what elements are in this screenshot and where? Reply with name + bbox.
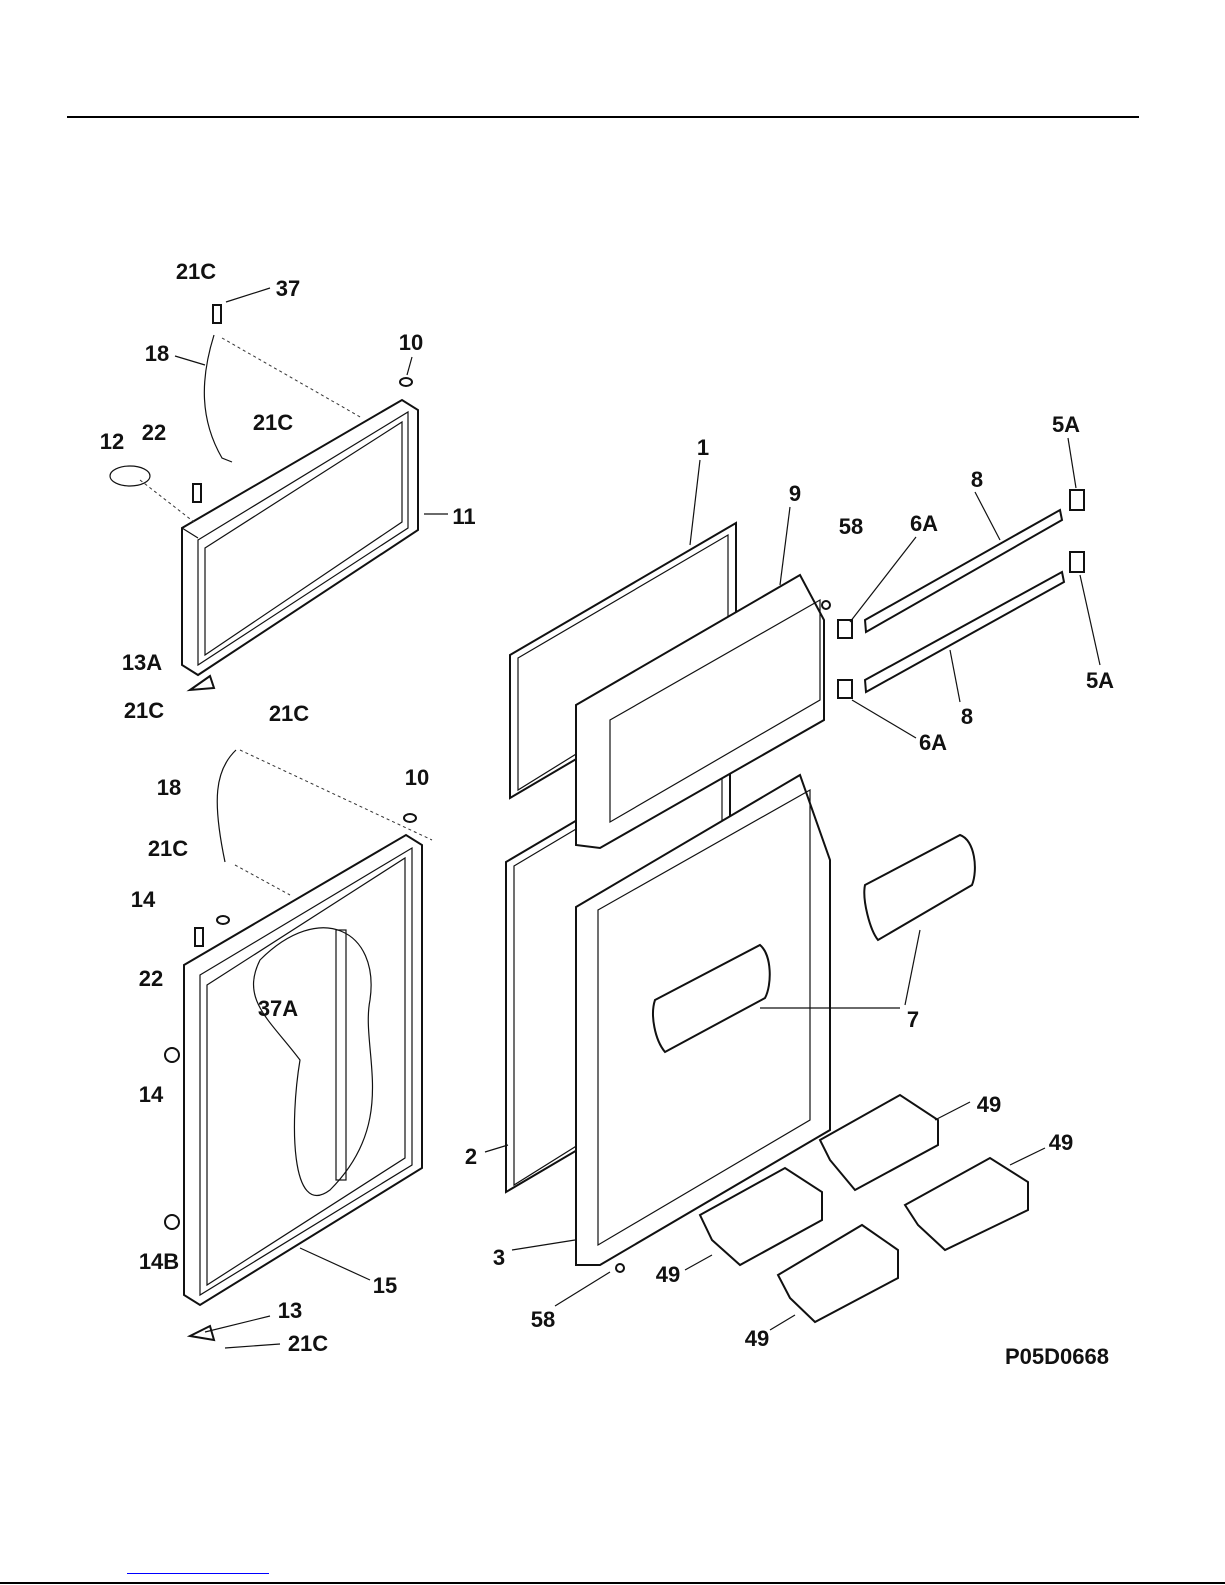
callout-13: 13 [278,1298,302,1323]
callout-37a: 37A [258,996,298,1021]
callout-2: 2 [465,1144,477,1169]
callout-21c: 21C [288,1331,328,1356]
disc-12 [110,466,150,486]
callout-8: 8 [961,704,973,729]
callout-58: 58 [531,1307,555,1332]
end-cap-6A-top [838,620,852,638]
cap-14-top [217,916,229,924]
handle-18-bottom [217,750,236,862]
callout-14: 14 [139,1082,164,1107]
callout-21c: 21C [269,701,309,726]
figure-code: P05D0668 [1005,1344,1109,1369]
callout-21c: 21C [253,410,293,435]
callout-14b: 14B [139,1249,179,1274]
callout-14: 14 [131,887,156,912]
callout-1: 1 [697,435,709,460]
callout-8: 8 [971,467,983,492]
callout-5a: 5A [1052,412,1080,437]
callout-9: 9 [789,481,801,506]
callout-49: 49 [656,1262,680,1287]
handle-cap-37 [213,305,221,323]
callout-5a: 5A [1086,668,1114,693]
hinge-13 [190,1326,214,1340]
bushing-22-top [193,484,201,502]
callout-12: 12 [100,429,124,454]
hinge-13A [190,676,214,690]
bumper-14B [165,1215,179,1229]
end-cap-6A-bottom [838,680,852,698]
bushing-22-bottom [195,928,203,946]
callout-49: 49 [745,1326,769,1351]
screw-58-top [822,601,830,609]
bin-49-4 [778,1225,898,1322]
callout-22: 22 [139,966,163,991]
bin-49-2 [905,1158,1028,1250]
shelf-bar-8-top [865,510,1062,632]
callout-11: 11 [452,504,475,529]
end-cap-5A-bottom [1070,552,1084,572]
callout-15: 15 [373,1273,397,1298]
shelf-bar-8-bottom [865,572,1064,692]
handle-18-top [204,335,232,462]
callout-18: 18 [157,775,181,800]
callout-21c: 21C [148,836,188,861]
callout-58: 58 [839,514,863,539]
screw-58-bottom [616,1264,624,1272]
callout-21c: 21C [124,698,164,723]
callout-21c: 21C [176,259,216,284]
freezer-door-11 [182,400,418,675]
plug-10-top [400,378,412,386]
callout-7: 7 [907,1007,919,1032]
callout-10: 10 [399,330,423,355]
dairy-door-7-a [864,835,975,940]
bumper-14 [165,1048,179,1062]
plug-10-bottom [404,814,416,822]
fresh-food-door-15 [184,835,422,1305]
callout-49: 49 [977,1092,1001,1117]
callout-18: 18 [145,341,169,366]
callout-3: 3 [493,1245,505,1270]
end-cap-5A-top [1070,490,1084,510]
callout-6a: 6A [919,730,947,755]
callout-10: 10 [405,765,429,790]
callout-22: 22 [142,420,166,445]
callout-37: 37 [276,276,300,301]
callout-49: 49 [1049,1130,1073,1155]
callout-13a: 13A [122,650,162,675]
bin-49-1 [820,1095,938,1190]
callout-6a: 6A [910,511,938,536]
